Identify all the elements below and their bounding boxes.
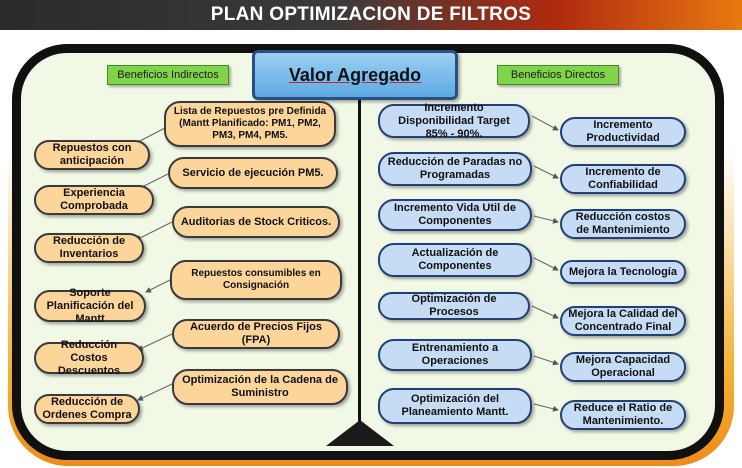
indirect-action-4: Repuestos consumibles en Consignación — [170, 260, 342, 300]
indirect-action-6: Optimización de la Cadena de Suministro — [172, 369, 348, 405]
arrow-left-6 — [137, 383, 173, 401]
indirect-result-5: Reducción Costos Descuentos — [34, 339, 144, 377]
direct-result-1: Incremento Productividad — [560, 117, 686, 147]
direct-result-4: Mejora la Tecnología — [560, 260, 686, 284]
balance-frame — [12, 44, 724, 460]
indirect-result-1: Repuestos con anticipación — [34, 140, 150, 170]
direct-result-2: Incremento de Confiabilidad — [560, 164, 686, 194]
direct-action-5: Optimización de Procesos — [378, 292, 530, 320]
indirect-result-2: Experiencia Comprobada — [34, 185, 154, 215]
arrow-right-7 — [533, 403, 559, 412]
center-divider — [358, 90, 361, 428]
arrow-right-1 — [531, 115, 559, 131]
indirect-result-3: Reducción de Inventarios — [34, 233, 144, 263]
indirect-action-3: Auditorias de Stock Criticos. — [172, 206, 340, 238]
indirect-result-6: Reducción de Ordenes Compra — [34, 394, 140, 424]
direct-result-7: Reduce el Ratio de Mantenimiento. — [560, 400, 686, 430]
direct-action-6: Entrenamiento a Operaciones — [378, 339, 532, 371]
page-title: PLAN OPTIMIZACION DE FILTROS — [210, 4, 532, 25]
direct-result-3: Reducción costos de Mantenimiento — [560, 209, 686, 239]
value-added-box: Valor Agregado — [252, 50, 458, 100]
indirect-action-1: Lista de Repuestos pre Definida (Mantt P… — [164, 101, 336, 147]
direct-action-1: Incremento Disponibilidad Target 85% - 9… — [378, 102, 530, 140]
arrow-left-5 — [137, 333, 173, 351]
arrow-right-4 — [533, 257, 559, 271]
indirect-action-2: Servicio de ejecución PM5. — [168, 157, 338, 189]
title-bar — [0, 0, 742, 30]
arrow-right-3 — [533, 215, 559, 224]
arrow-right-6 — [533, 355, 559, 366]
direct-action-3: Incremento Vida Util de Componentes — [378, 199, 532, 231]
arrow-right-5 — [531, 305, 559, 319]
direct-benefits-tag: Beneficios Directos — [497, 65, 619, 85]
value-added-label: Valor Agregado — [288, 64, 422, 85]
arrow-right-2 — [533, 165, 559, 179]
arrow-left-4 — [145, 279, 171, 293]
direct-result-5: Mejora la Calidad del Concentrado Final — [560, 306, 686, 336]
direct-action-2: Reducción de Paradas no Programadas — [378, 152, 532, 186]
arrow-left-3 — [135, 221, 173, 241]
direct-action-7: Optimización del Planeamiento Mantt. — [378, 388, 532, 424]
direct-action-4: Actualización de Componentes — [378, 243, 532, 277]
indirect-action-5: Acuerdo de Precios Fijos (FPA) — [172, 319, 340, 349]
direct-result-6: Mejora Capacidad Operacional — [560, 352, 686, 382]
indirect-result-4: Soporte Planificación del Mantt — [34, 287, 146, 325]
indirect-benefits-tag: Beneficios Indirectos — [107, 65, 229, 85]
fulcrum-triangle — [326, 420, 394, 446]
